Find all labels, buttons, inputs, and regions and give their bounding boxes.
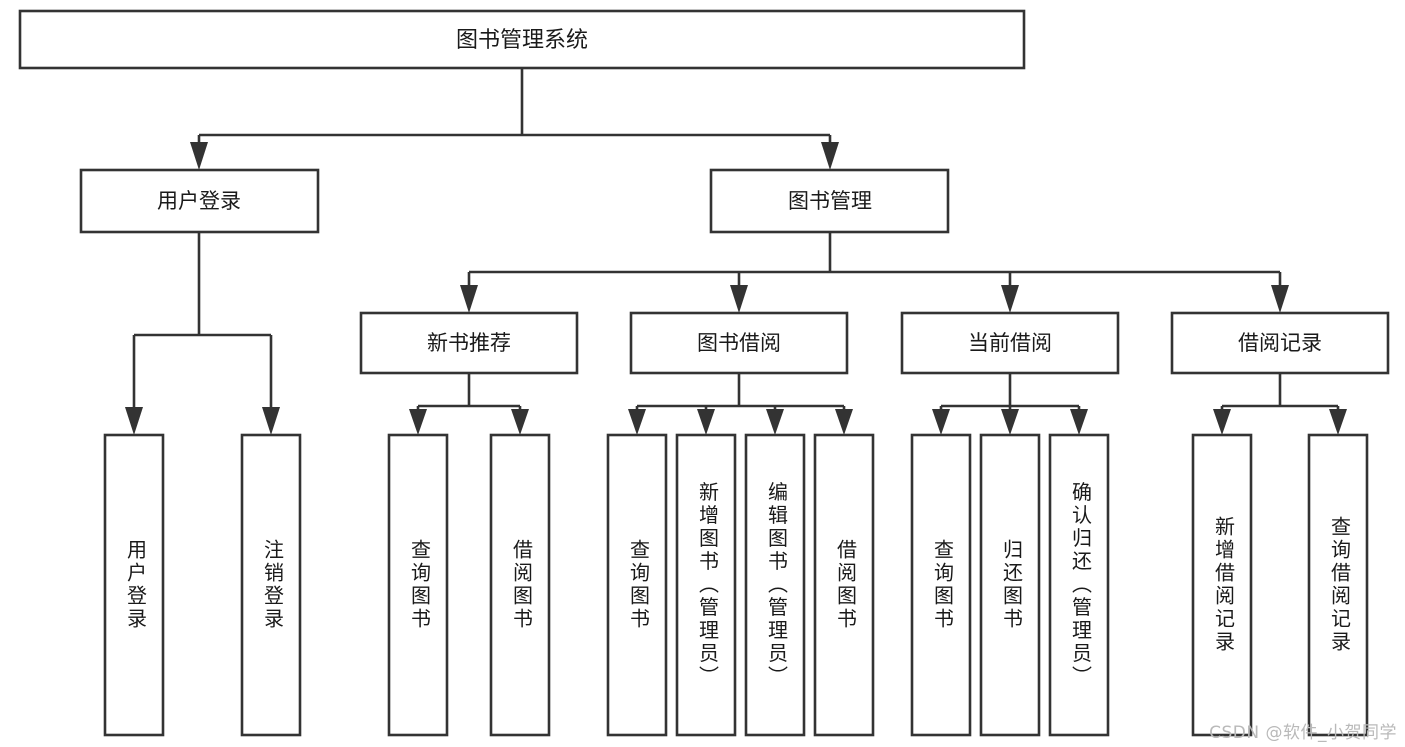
node-root-label: 图书管理系统: [456, 28, 588, 53]
arrow-head-new-book: [460, 285, 478, 313]
leaf-node-borrow-record-1[interactable]: 查询借阅记录: [1307, 433, 1369, 737]
connector-group-user-login-to-leaves: [125, 232, 280, 435]
arrow-head-leaf-current-borrow-1: [1001, 409, 1019, 435]
node-new-book-recommend[interactable]: 新书推荐: [359, 311, 579, 375]
node-book-borrow-box[interactable]: [629, 311, 849, 375]
arrow-head-leaf-book-borrow-3: [835, 409, 853, 435]
leaf-box-book-borrow-3[interactable]: [813, 433, 875, 737]
node-book-borrow-label: 图书借阅: [697, 331, 781, 355]
arrow-head-leaf-book-borrow-0: [628, 409, 646, 435]
leaf-label-current-borrow-1: 归还图书: [1000, 539, 1024, 631]
node-user-login-box[interactable]: [79, 168, 320, 234]
connector-group-book-mgmt-to-level3: [460, 232, 1289, 313]
leaf-node-current-borrow-1[interactable]: 归还图书: [979, 433, 1041, 737]
arrow-head-borrow-record: [1271, 285, 1289, 313]
connector-group-current-borrow-to-leaves: [932, 373, 1088, 435]
leaf-node-current-borrow-2[interactable]: 确认归还（管理员）: [1048, 433, 1110, 737]
leaf-label-user-login-0: 用户登录: [124, 539, 148, 631]
node-borrow-record[interactable]: 借阅记录: [1170, 311, 1390, 375]
node-root[interactable]: 图书管理系统: [18, 9, 1026, 70]
arrow-head-leaf-user-login-0: [125, 407, 143, 435]
leaf-label-borrow-record-0: 新增借阅记录: [1212, 516, 1236, 654]
arrow-head-leaf-borrow-record-1: [1329, 409, 1347, 435]
leaf-box-user-login-1[interactable]: [240, 433, 302, 737]
leaf-label-current-borrow-0: 查询图书: [931, 539, 955, 631]
arrow-head-leaf-new-book-1: [511, 409, 529, 435]
csdn-watermark: CSDN @软件_小贺同学: [1209, 723, 1397, 743]
leaf-node-user-login-1[interactable]: 注销登录: [240, 433, 302, 737]
connector-group-borrow-record-to-leaves: [1213, 373, 1347, 435]
leaf-box-borrow-record-1[interactable]: [1307, 433, 1369, 737]
arrow-head-leaf-current-borrow-2: [1070, 409, 1088, 435]
leaf-box-user-login-0[interactable]: [103, 433, 165, 737]
leaf-label-user-login-1: 注销登录: [261, 539, 285, 631]
leaf-label-book-borrow-3: 借阅图书: [834, 539, 858, 631]
arrow-head-book-borrow: [730, 285, 748, 313]
connector-group-book-borrow-to-leaves: [628, 373, 853, 435]
node-current-borrow-label: 当前借阅: [968, 331, 1052, 355]
leaf-label-borrow-record-1: 查询借阅记录: [1328, 516, 1352, 654]
leaf-box-current-borrow-2[interactable]: [1048, 433, 1110, 737]
arrow-head-current-borrow: [1001, 285, 1019, 313]
leaf-label-book-borrow-1: 新增图书（管理员）: [696, 481, 720, 688]
node-borrow-record-label: 借阅记录: [1238, 331, 1322, 355]
node-borrow-record-box[interactable]: [1170, 311, 1390, 375]
node-new-book-recommend-label: 新书推荐: [427, 331, 511, 355]
leaf-node-new-book-1[interactable]: 借阅图书: [489, 433, 551, 737]
connector-group-new-book-to-leaves: [409, 373, 529, 435]
leaf-node-current-borrow-0[interactable]: 查询图书: [910, 433, 972, 737]
arrow-head-leaf-borrow-record-0: [1213, 409, 1231, 435]
node-book-management-box[interactable]: [709, 168, 950, 234]
arrow-head-leaf-book-borrow-2: [766, 409, 784, 435]
node-book-borrow[interactable]: 图书借阅: [629, 311, 849, 375]
node-user-login-label: 用户登录: [157, 189, 241, 213]
node-book-management[interactable]: 图书管理: [709, 168, 950, 234]
arrow-head-book-mgmt: [821, 142, 839, 170]
leaf-node-user-login-0[interactable]: 用户登录: [103, 433, 165, 737]
node-user-login[interactable]: 用户登录: [79, 168, 320, 234]
leaf-box-new-book-1[interactable]: [489, 433, 551, 737]
leaf-node-new-book-0[interactable]: 查询图书: [387, 433, 449, 737]
leaf-box-current-borrow-1[interactable]: [979, 433, 1041, 737]
node-new-book-recommend-box[interactable]: [359, 311, 579, 375]
leaf-box-book-borrow-0[interactable]: [606, 433, 668, 737]
leaf-box-borrow-record-0[interactable]: [1191, 433, 1253, 737]
arrow-head-leaf-new-book-0: [409, 409, 427, 435]
node-current-borrow[interactable]: 当前借阅: [900, 311, 1120, 375]
leaf-box-book-borrow-2[interactable]: [744, 433, 806, 737]
leaf-box-current-borrow-0[interactable]: [910, 433, 972, 737]
leaf-label-book-borrow-2: 编辑图书（管理员）: [765, 481, 789, 688]
node-current-borrow-box[interactable]: [900, 311, 1120, 375]
leaf-box-new-book-0[interactable]: [387, 433, 449, 737]
leaf-node-book-borrow-1[interactable]: 新增图书（管理员）: [675, 433, 737, 737]
leaf-node-book-borrow-0[interactable]: 查询图书: [606, 433, 668, 737]
leaf-box-book-borrow-1[interactable]: [675, 433, 737, 737]
connector-group-root-to-level2: [190, 68, 839, 170]
leaf-label-new-book-0: 查询图书: [408, 539, 432, 631]
arrow-head-leaf-user-login-1: [262, 407, 280, 435]
leaf-label-new-book-1: 借阅图书: [510, 539, 534, 631]
arrow-head-user-login: [190, 142, 208, 170]
arrow-head-leaf-current-borrow-0: [932, 409, 950, 435]
leaf-label-current-borrow-2: 确认归还（管理员）: [1069, 481, 1093, 688]
leaf-node-book-borrow-2[interactable]: 编辑图书（管理员）: [744, 433, 806, 737]
arrow-head-leaf-book-borrow-1: [697, 409, 715, 435]
node-book-management-label: 图书管理: [788, 189, 872, 213]
leaf-node-book-borrow-3[interactable]: 借阅图书: [813, 433, 875, 737]
leaf-node-borrow-record-0[interactable]: 新增借阅记录: [1191, 433, 1253, 737]
leaf-label-book-borrow-0: 查询图书: [627, 539, 651, 631]
node-root-box[interactable]: [18, 9, 1026, 70]
